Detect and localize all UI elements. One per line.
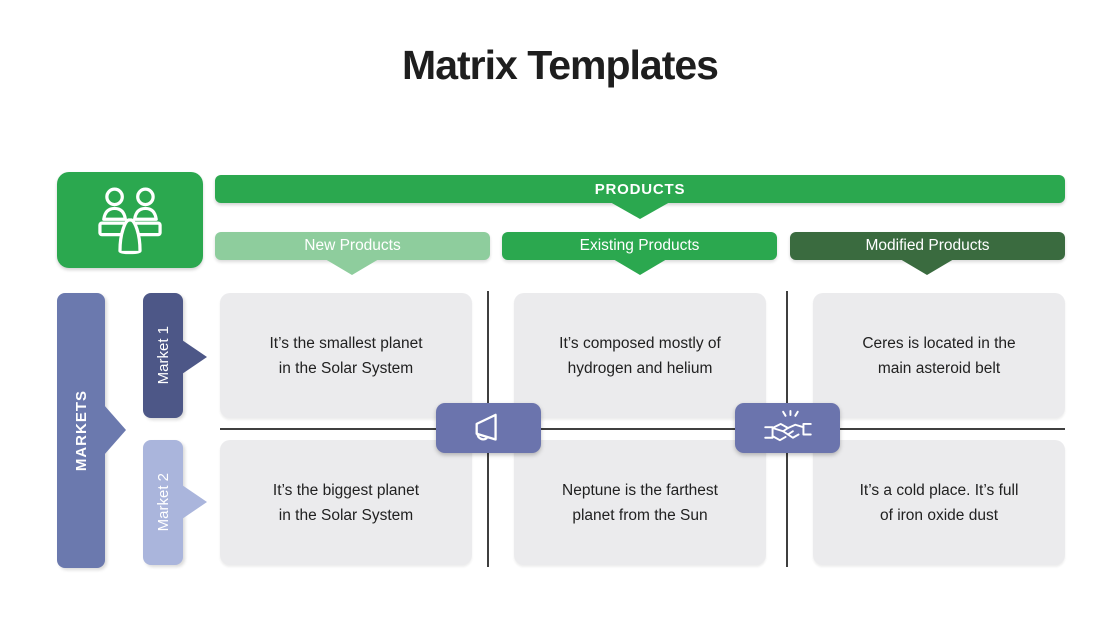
column-header-modified-products: Modified Products: [790, 232, 1065, 260]
megaphone-badge: [436, 403, 541, 453]
meeting-icon: [98, 187, 162, 255]
cell-text: Neptune is the farthest planet from the …: [562, 481, 718, 524]
cell-text: It’s a cold place. It’s full of iron oxi…: [859, 481, 1019, 524]
handshake-icon: [763, 409, 812, 442]
market-1-arrow-right-icon: [182, 340, 207, 374]
matrix-cell-r2c1: It’s the biggest planet in the Solar Sys…: [220, 440, 472, 565]
products-axis-header: PRODUCTS: [215, 175, 1065, 203]
column-header-label: Existing Products: [579, 237, 700, 254]
row-header-label: Market 1: [154, 326, 172, 385]
markets-arrow-right-icon: [104, 405, 126, 455]
megaphone-icon: [475, 413, 497, 441]
products-arrow-down-icon: [610, 202, 670, 219]
column-header-existing-products: Existing Products: [502, 232, 777, 260]
cell-text: It’s the smallest planet in the Solar Sy…: [269, 334, 423, 377]
modified-products-arrow-down-icon: [900, 259, 954, 275]
column-header-label: New Products: [304, 237, 401, 254]
handshake-badge: [735, 403, 840, 453]
column-header-label: Modified Products: [865, 237, 990, 254]
slide-title: Matrix Templates: [402, 42, 719, 88]
market-2-arrow-right-icon: [182, 485, 207, 519]
existing-products-arrow-down-icon: [613, 259, 667, 275]
column-header-new-products: New Products: [215, 232, 490, 260]
cell-text: It’s the biggest planet in the Solar Sys…: [272, 481, 420, 524]
cell-text: Ceres is located in the main asteroid be…: [862, 334, 1016, 377]
matrix-cell-r2c2: Neptune is the farthest planet from the …: [514, 440, 766, 565]
row-header-market-1: Market 1: [143, 293, 183, 418]
corner-meeting-box: [57, 172, 203, 268]
new-products-arrow-down-icon: [325, 259, 379, 275]
matrix-cell-r2c3: It’s a cold place. It’s full of iron oxi…: [813, 440, 1065, 565]
cell-text: It’s composed mostly of hydrogen and hel…: [559, 334, 721, 377]
row-divider: [220, 428, 1065, 430]
matrix-cell-r1c3: Ceres is located in the main asteroid be…: [813, 293, 1065, 418]
markets-axis-header: MARKETS: [57, 293, 105, 568]
row-header-market-2: Market 2: [143, 440, 183, 565]
markets-axis-label: MARKETS: [72, 389, 90, 472]
matrix-cell-r1c1: It’s the smallest planet in the Solar Sy…: [220, 293, 472, 418]
matrix-cell-r1c2: It’s composed mostly of hydrogen and hel…: [514, 293, 766, 418]
products-axis-label: PRODUCTS: [594, 180, 686, 198]
row-header-label: Market 2: [154, 473, 172, 532]
